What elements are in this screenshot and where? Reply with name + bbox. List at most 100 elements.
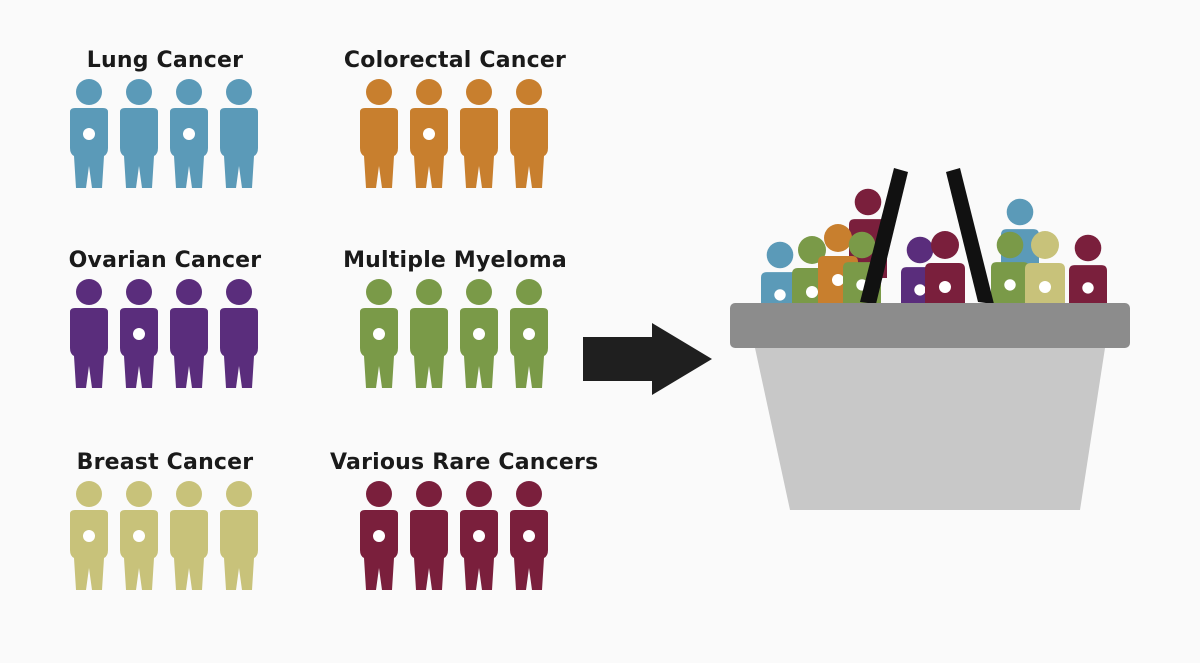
person-icon [220, 481, 258, 590]
basket-body [755, 348, 1105, 510]
person-head [366, 79, 392, 105]
person-head [416, 279, 442, 305]
marker-dot [523, 530, 535, 542]
basket-handle-left [860, 168, 908, 304]
marker-dot [1039, 281, 1051, 293]
person-figure [404, 78, 454, 190]
person-body [70, 510, 108, 590]
marker-dot [83, 128, 95, 140]
person-head [366, 481, 392, 507]
person-head [226, 79, 252, 105]
person-head [516, 279, 542, 305]
person-icon [460, 481, 498, 590]
marker-dot [832, 274, 844, 286]
person-icon [360, 279, 398, 388]
marker-dot [183, 128, 195, 140]
person-head [76, 279, 102, 305]
group-title: Colorectal Cancer [343, 48, 567, 73]
person-figure [214, 278, 264, 390]
group-title: Ovarian Cancer [68, 248, 262, 273]
person-figure [454, 78, 504, 190]
person-body [360, 108, 398, 188]
person-icon [510, 481, 548, 590]
marker-dot [83, 530, 95, 542]
person-icon [410, 481, 448, 590]
person-body [360, 510, 398, 590]
person-figure [214, 78, 264, 190]
person-head [824, 224, 852, 252]
person-figure [114, 278, 164, 390]
person-head [176, 481, 202, 507]
person-head [798, 236, 826, 264]
person-icon [70, 481, 108, 590]
person-body [70, 108, 108, 188]
person-head [516, 481, 542, 507]
person-icon [220, 79, 258, 188]
person-icon [510, 279, 548, 388]
marker-dot [473, 530, 485, 542]
person-body [120, 308, 158, 388]
person-icon [410, 79, 448, 188]
person-icon [360, 481, 398, 590]
person-icon [410, 279, 448, 388]
person-body [220, 108, 258, 188]
person-figure [354, 278, 404, 390]
person-icon [170, 79, 208, 188]
person-body [360, 308, 398, 388]
right-arrow-icon [583, 323, 712, 395]
marker-dot [373, 328, 385, 340]
person-icon [460, 79, 498, 188]
person-head [906, 236, 934, 264]
group-title: Breast Cancer [76, 450, 254, 475]
person-body [220, 510, 258, 590]
person-head [226, 481, 252, 507]
person-body [460, 108, 498, 188]
person-head [226, 279, 252, 305]
person-figure [164, 278, 214, 390]
person-body [120, 510, 158, 590]
person-figure [354, 480, 404, 592]
person-body [170, 510, 208, 590]
person-body [460, 510, 498, 590]
basket-icon [730, 168, 1130, 510]
person-icon [170, 481, 208, 590]
person-figure [404, 480, 454, 592]
person-body [510, 108, 548, 188]
marker-dot [133, 328, 145, 340]
person-head [416, 481, 442, 507]
person-figure [164, 480, 214, 592]
person-figure [214, 480, 264, 592]
person-head [76, 481, 102, 507]
marker-dot [806, 286, 818, 298]
basket-handle-right [946, 168, 994, 304]
person-body [220, 308, 258, 388]
group-title: Various Rare Cancers [330, 450, 599, 475]
person-figure [354, 78, 404, 190]
person-body [410, 510, 448, 590]
person-figure [164, 78, 214, 190]
person-head [766, 241, 794, 269]
person-head [854, 188, 882, 216]
person-head [126, 481, 152, 507]
person-figure [454, 480, 504, 592]
person-head [466, 79, 492, 105]
person-head [466, 279, 492, 305]
person-figure [64, 480, 114, 592]
person-body [510, 308, 548, 388]
person-head [126, 279, 152, 305]
basket-rim [730, 303, 1130, 348]
marker-dot [1082, 282, 1094, 294]
person-head [76, 79, 102, 105]
person-figure [504, 278, 554, 390]
person-head [1031, 231, 1059, 259]
person-head [996, 231, 1024, 259]
person-body [510, 510, 548, 590]
person-head [126, 79, 152, 105]
marker-dot [939, 281, 951, 293]
person-figure [504, 78, 554, 190]
person-head [366, 279, 392, 305]
marker-dot [473, 328, 485, 340]
person-body [120, 108, 158, 188]
person-figure [64, 78, 114, 190]
person-figure [64, 278, 114, 390]
